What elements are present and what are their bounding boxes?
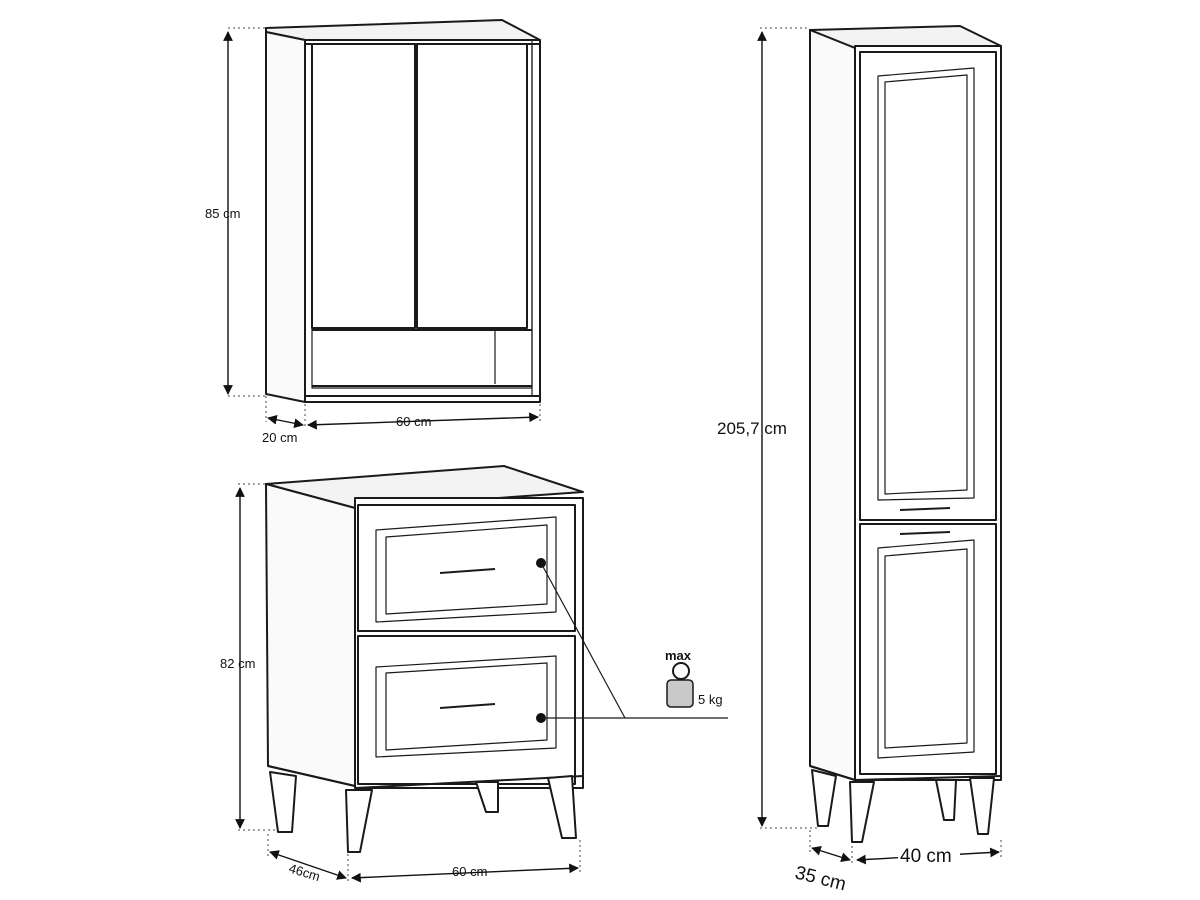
base-cabinet-depth-dimension: 46cm [267,834,349,885]
tall-cabinet-door-lower [859,523,997,775]
base-drawer-bottom [357,635,576,785]
wall-cabinet-width-dimension: 60 cm [307,404,541,430]
base-cabinet-depth-label: 46cm [287,861,322,885]
tall-cabinet-height-dimension: 205,7 cm [717,27,818,829]
load-max-label: max [665,648,692,663]
tall-cabinet-width-label: 40 cm [900,846,952,867]
tall-cabinet-height-label: 205,7 cm [717,419,787,438]
wall-cabinet-door-right [416,43,528,329]
tall-cabinet-depth-label: 35 cm [793,862,848,895]
tall-cabinet-depth-dimension: 35 cm [793,830,853,895]
wall-cabinet [265,19,541,403]
wall-cabinet-depth-label: 20 cm [262,430,297,445]
wall-cabinet-depth-dimension: 20 cm [262,396,306,445]
wall-cabinet-height-label: 85 cm [205,206,240,221]
base-cabinet-width-dimension: 60 cm [351,840,581,883]
base-cabinet [265,465,584,853]
wall-cabinet-height-dimension: 85 cm [205,27,266,397]
tall-cabinet [809,25,1002,843]
base-cabinet-width-label: 60 cm [452,864,487,879]
drawer-load-callout: max 5 kg [536,558,728,723]
base-cabinet-height-dimension: 82 cm [220,483,278,831]
base-cabinet-height-label: 82 cm [220,656,255,671]
load-weight-label: 5 kg [698,692,723,707]
wall-cabinet-width-label: 60 cm [396,414,431,429]
weight-icon [666,662,694,708]
tall-cabinet-width-dimension: 40 cm [856,840,1002,867]
tall-cabinet-door-upper [859,51,997,521]
wall-cabinet-door-left [311,43,416,329]
